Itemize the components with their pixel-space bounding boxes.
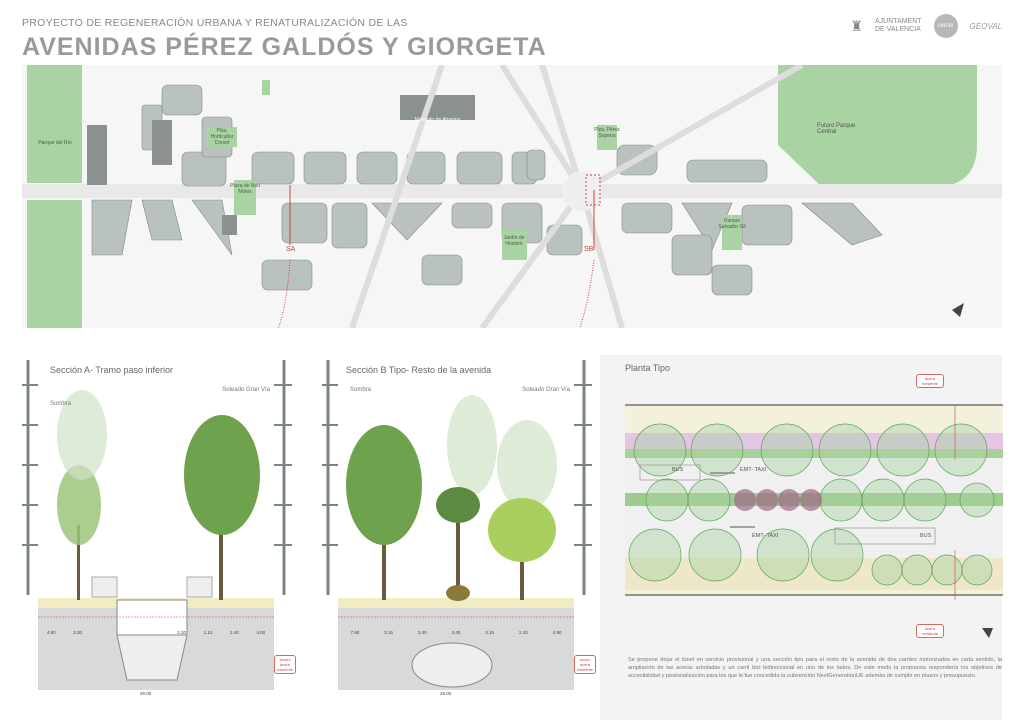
label-parque-salvador: Parque Salvador Gil: [718, 218, 746, 230]
city-blocks: [91, 84, 883, 296]
section-b-panel: Sección B Tipo- Resto de la avenida Somb…: [322, 355, 596, 700]
subtitle: PROYECTO DE REGENERACIÓN URBANA Y RENATU…: [22, 17, 408, 29]
label-mercado: Mercado de Abastos: [414, 117, 461, 123]
section-a-left-label: Sombra: [50, 401, 72, 407]
geoval-logo: GEOVAL: [969, 21, 1002, 31]
plan-tag-bottom: acera existente: [916, 624, 944, 638]
north-arrow-icon: [952, 303, 964, 317]
section-a-title: Sección A- Tramo paso inferior: [50, 365, 174, 375]
label-horticultor: Plza. Horticultor Corset: [210, 128, 234, 146]
mercado-building: [400, 95, 475, 120]
section-b-title: Sección B Tipo- Resto de la avenida: [346, 365, 492, 375]
section-a-tag: ancho acera existente: [274, 655, 296, 674]
label-jardin-hostem: Jardín de Hostem: [503, 235, 525, 247]
section-b-total: 26.00: [440, 691, 452, 696]
palm: [436, 487, 480, 601]
plan-lane-1: EMT- TAXI: [740, 467, 767, 473]
landmark-buildings: [87, 95, 475, 235]
section-a-drawing: [22, 360, 292, 690]
park-parque-central: [778, 65, 977, 187]
label-perez-sopena: Plza. Pérez Sopena: [594, 127, 620, 139]
section-a-marker: SA: [286, 246, 296, 253]
park-parque-rio-north: [27, 65, 82, 183]
tree: [57, 465, 101, 600]
section-a-right-label: Soleado Gran Vía: [222, 387, 270, 393]
site-map: Parque del Río Mercado de Abastos Plza. …: [22, 62, 1002, 368]
label-nou-moles: Plaza de Nou Moles: [229, 183, 261, 195]
page-title: AVENIDAS PÉREZ GALDÓS Y GIORGETA: [22, 33, 547, 61]
map-drawing: [22, 62, 1002, 368]
section-markers: [251, 174, 601, 368]
section-a-total: 26.00: [140, 691, 152, 696]
plan-drawing: [625, 404, 1003, 600]
section-b-marker: SB: [584, 246, 594, 253]
section-b-tag: ancho acera existente: [574, 655, 596, 674]
tree: [184, 415, 260, 600]
section-a-panel: Sección A- Tramo paso inferior Sombra So…: [22, 355, 296, 700]
plan-title: Planta Tipo: [625, 363, 671, 373]
plan-lane-2: EMT- TAXI: [752, 533, 779, 539]
cercle-logo: cercle: [933, 14, 958, 38]
park-parque-rio-south: [27, 200, 82, 328]
coat-of-arms-icon: ♜: [850, 17, 863, 34]
project-description: Se propone dejar el túnel en servicio pr…: [628, 657, 1002, 679]
section-b-drawing: [322, 360, 592, 690]
label-parque-rio: Parque del Río: [38, 140, 72, 146]
tree-canopies: [628, 423, 995, 586]
tree: [488, 498, 556, 600]
palm-canopies: [734, 489, 822, 511]
plan-tag-top: acera existente: [916, 374, 944, 388]
tree: [346, 425, 422, 600]
section-b-right-label: Soleado Gran Vía: [522, 387, 570, 393]
north-arrow-icon: [982, 628, 993, 638]
bike-lane: [625, 433, 1003, 449]
label-parque-central: Futuro Parque Central: [817, 123, 856, 135]
plan-bus-2: BUS: [920, 533, 932, 539]
section-b-left-label: Sombra: [350, 387, 372, 393]
plan-bus-1: BUS: [672, 467, 684, 473]
